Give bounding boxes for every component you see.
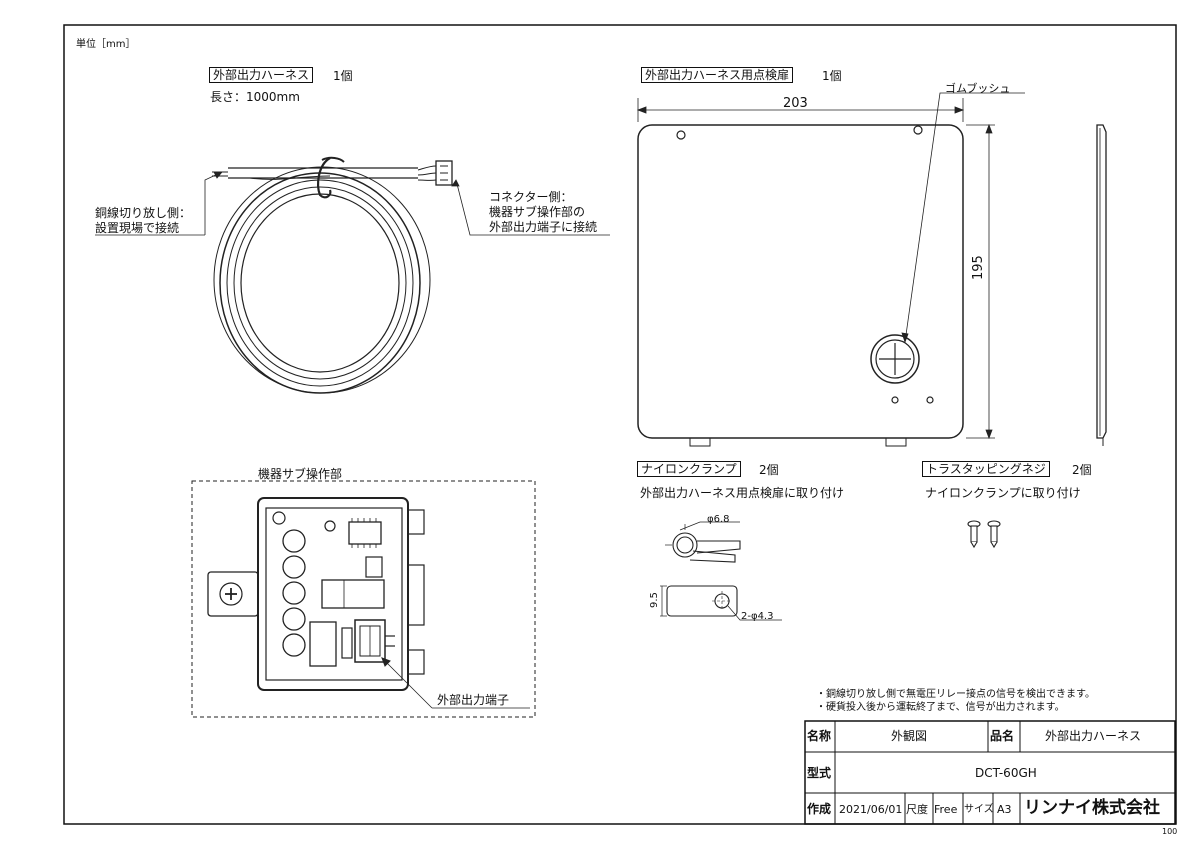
terminal-label: 外部出力端子 bbox=[437, 693, 510, 707]
nylon-clamp-illustration bbox=[660, 521, 782, 621]
screw-title: トラスタッピングネジ bbox=[922, 461, 1050, 477]
title-block-scale-label: 尺度 bbox=[906, 803, 928, 816]
door-width-dim: 203 bbox=[783, 96, 808, 111]
clamp-title: ナイロンクランプ bbox=[637, 461, 741, 477]
unit-label: 単位［mm］ bbox=[76, 39, 136, 50]
harness-left-note-2: 設置現場で接続 bbox=[95, 221, 180, 235]
harness-title: 外部出力ハーネス bbox=[209, 67, 314, 83]
door-title: 外部出力ハーネス用点検扉 bbox=[641, 67, 794, 83]
harness-left-note-1: 銅線切り放し側： bbox=[95, 206, 192, 220]
harness-right-note-1: コネクター側： bbox=[489, 190, 573, 204]
harness-right-note-3: 外部出力端子に接続 bbox=[489, 220, 598, 234]
harness-length: 長さ：1000mm bbox=[210, 90, 300, 104]
inspection-door-illustration bbox=[637, 124, 964, 447]
screw-note: ナイロンクランプに取り付け bbox=[925, 486, 1081, 500]
sub-panel-illustration bbox=[191, 480, 536, 718]
note-line-2: ・硬貨投入後から運転終了まで、信号が出力されます。 bbox=[816, 702, 1065, 713]
title-block-name-value: 外観図 bbox=[891, 729, 928, 743]
title-block-company: リンナイ株式会社 bbox=[1024, 798, 1160, 818]
clamp-note: 外部出力ハーネス用点検扉に取り付け bbox=[640, 486, 845, 500]
corner-mark: 100 bbox=[1162, 827, 1178, 836]
title-block-model-value: DCT-60GH bbox=[975, 766, 1037, 780]
harness-coil-illustration bbox=[212, 156, 453, 394]
harness-qty: 1個 bbox=[333, 69, 353, 83]
sub-panel-title: 機器サブ操作部 bbox=[258, 467, 343, 481]
clamp-dim-holes: 2-φ4.3 bbox=[741, 611, 774, 622]
title-block-model-label: 型式 bbox=[807, 766, 832, 780]
title-block-size-label: サイズ bbox=[964, 804, 994, 815]
grommet-label: ゴムブッシュ bbox=[945, 82, 1011, 95]
title-block-scale-value: Free bbox=[934, 803, 958, 816]
door-height-dim: 195 bbox=[971, 255, 986, 280]
clamp-dim-phi: φ6.8 bbox=[707, 514, 730, 525]
inspection-door-side-view bbox=[1096, 124, 1107, 446]
title-block-made-label: 作成 bbox=[807, 802, 832, 816]
clamp-dim-height: 9.5 bbox=[649, 592, 660, 608]
note-line-1: ・銅線切り放し側で無電圧リレー接点の信号を検出できます。 bbox=[816, 689, 1095, 700]
title-block-product-label: 品名 bbox=[990, 729, 1015, 743]
clamp-qty: 2個 bbox=[759, 463, 779, 477]
harness-leaders bbox=[95, 171, 610, 236]
title-block-name-label: 名称 bbox=[807, 729, 832, 743]
title-block-grid bbox=[804, 720, 1176, 825]
title-block-made-value: 2021/06/01 bbox=[839, 803, 903, 816]
title-block-product-value: 外部出力ハーネス bbox=[1045, 729, 1142, 743]
title-block-size-value: A3 bbox=[997, 803, 1012, 816]
door-qty: 1個 bbox=[822, 69, 842, 83]
harness-right-note-2: 機器サブ操作部の bbox=[489, 205, 586, 219]
drawing-frame bbox=[63, 24, 1177, 825]
door-dimensions bbox=[636, 92, 1025, 440]
truss-tapping-screws-illustration bbox=[967, 520, 1001, 549]
screw-qty: 2個 bbox=[1072, 463, 1092, 477]
